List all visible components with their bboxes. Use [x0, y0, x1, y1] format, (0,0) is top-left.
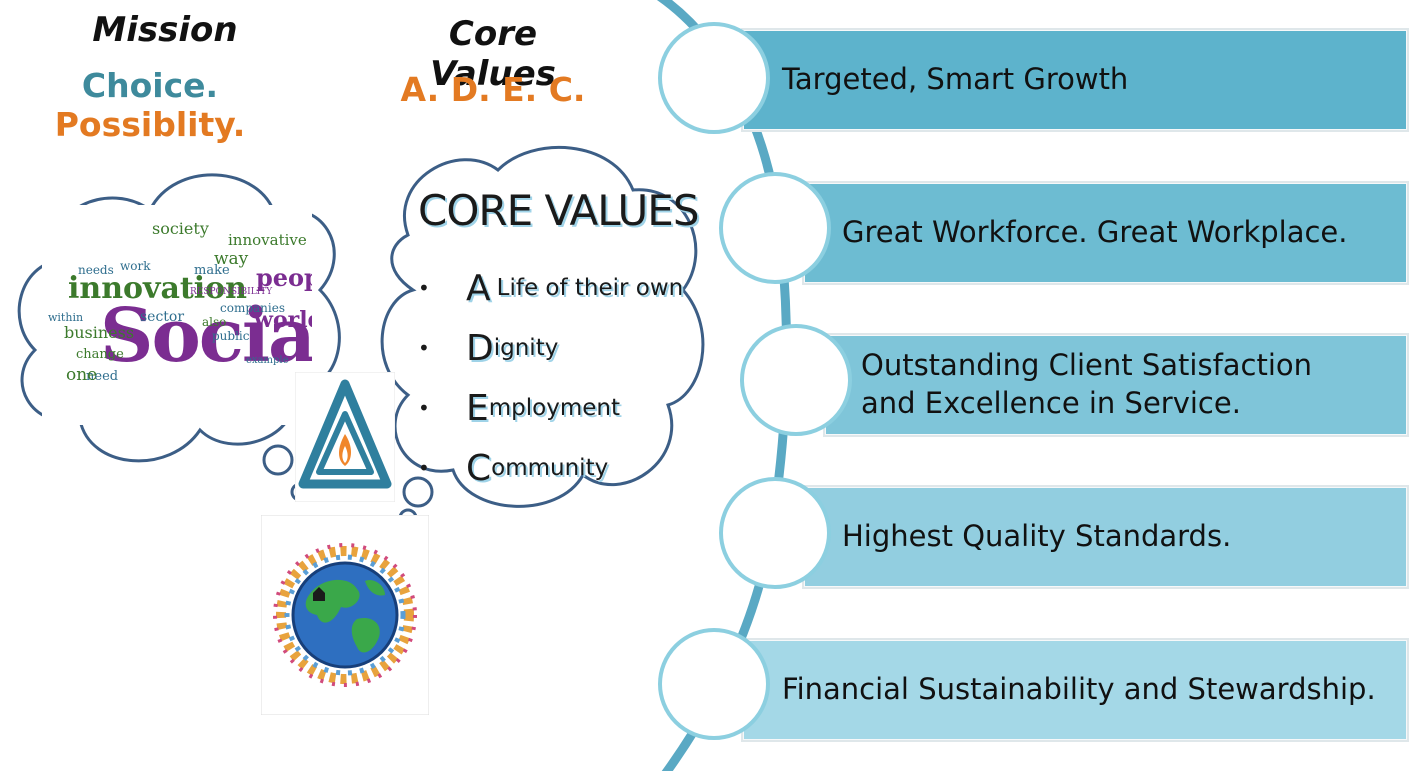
bullet-icon: •	[418, 456, 430, 480]
goal-bar-1: Targeted, Smart Growth	[744, 31, 1406, 129]
word-innovative: innovative	[228, 231, 307, 249]
goal-text: Outstanding Client Satisfaction and Exce…	[861, 348, 1313, 420]
bullet-icon: •	[418, 336, 430, 360]
goal-ring-3	[740, 324, 852, 436]
goal-bar-5: Financial Sustainability and Stewardship…	[744, 641, 1406, 739]
goal-ring-5	[658, 628, 770, 740]
core-values-acronym: A. D. E. C.	[400, 70, 586, 109]
word-sector: sector	[140, 309, 185, 325]
core-value-letter: A	[466, 267, 491, 309]
word-make: make	[194, 263, 230, 278]
word-responsibility: RESPONSIBILITY	[190, 287, 273, 297]
word-also: also	[202, 315, 227, 329]
word-work: work	[120, 259, 151, 273]
core-value-letter: E	[466, 387, 489, 429]
word-people: people	[256, 263, 312, 292]
core-values-heading: Core Values	[430, 14, 556, 94]
word-change: change	[76, 347, 124, 362]
goal-ring-1	[658, 22, 770, 134]
triangle-flame-logo	[295, 372, 395, 502]
mission-heading: Mission	[92, 10, 238, 50]
word-needs: needs	[78, 263, 114, 277]
social-innovation-word-cloud: innovation Social people business world …	[42, 205, 312, 425]
core-value-text: ommunity	[491, 455, 609, 481]
word-example: example	[246, 355, 289, 366]
core-value-letter: D	[466, 327, 494, 369]
goal-text: Targeted, Smart Growth	[782, 62, 1129, 97]
core-value-text: mployment	[488, 395, 620, 421]
goal-text: Great Workforce. Great Workplace.	[842, 215, 1348, 250]
core-values-thought-cloud	[380, 145, 705, 528]
word-need: need	[86, 369, 119, 384]
word-public: public	[212, 329, 250, 343]
goal-ring-4	[719, 477, 831, 589]
mission-word-choice: Choice.	[81, 66, 219, 105]
word-world: world	[254, 307, 312, 333]
core-values-panel-title: CORE VALUES	[418, 186, 699, 235]
bullet-icon: •	[418, 276, 430, 300]
core-value-letter: C	[466, 447, 492, 489]
goal-bar-2: Great Workforce. Great Workplace.	[805, 184, 1406, 282]
word-within: within	[48, 311, 84, 324]
goal-bar-4: Highest Quality Standards.	[805, 488, 1406, 586]
word-society: society	[152, 219, 209, 238]
word-one: one	[66, 365, 98, 385]
word-business: business	[64, 323, 135, 342]
core-value-text: ignity	[493, 335, 559, 361]
mission-word-possibility: Possiblity.	[54, 105, 246, 144]
goal-ring-2	[719, 172, 831, 284]
word-way: way	[214, 249, 249, 269]
word-innovation: innovation	[68, 271, 247, 306]
bullet-icon: •	[418, 396, 430, 420]
core-value-text: Life of their own	[496, 275, 684, 301]
goal-bar-3: Outstanding Client Satisfaction and Exce…	[826, 336, 1406, 434]
goal-text: Financial Sustainability and Stewardship…	[782, 672, 1376, 707]
globe-children-image	[261, 515, 429, 715]
word-social: Social	[100, 293, 312, 379]
goal-text: Highest Quality Standards.	[842, 519, 1232, 554]
mission-tagline: Choice. Possiblity.	[0, 66, 300, 144]
word-companies: companies	[220, 301, 285, 315]
